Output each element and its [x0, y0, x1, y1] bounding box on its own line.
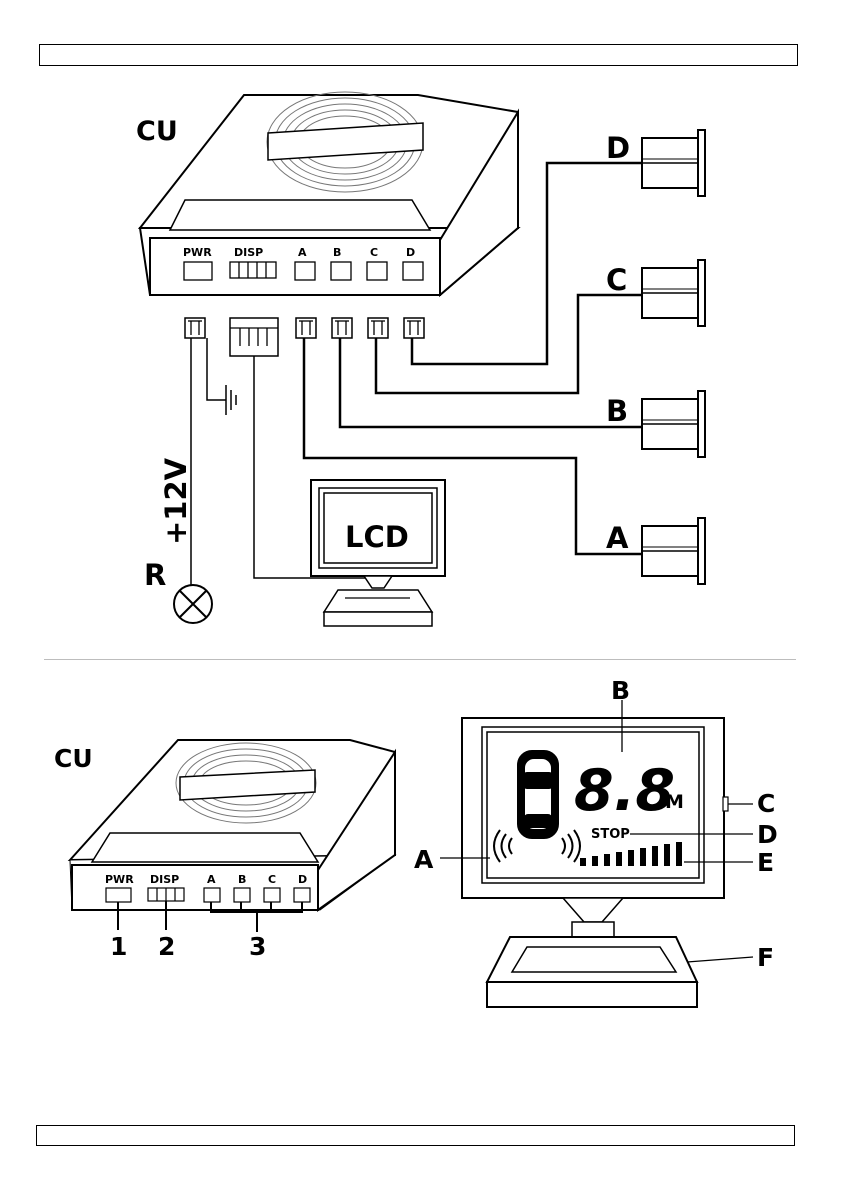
callout-2: 2 — [158, 932, 175, 961]
unit-diagram: CU PWR DISP A B C D — [54, 740, 395, 961]
callout-1: 1 — [110, 932, 127, 961]
distance-digits: 8.8 — [574, 758, 675, 824]
voltage-label: +12V — [159, 457, 193, 545]
wiring-cu-label: CU — [136, 116, 178, 147]
sensor-label-c: C — [606, 263, 627, 297]
display-callout-c: C — [757, 789, 775, 818]
sensor-b — [642, 391, 705, 457]
b-plug — [332, 318, 352, 338]
wiring-diagram: CU PWR DISP A B C D — [136, 92, 705, 626]
a-plug — [296, 318, 316, 338]
c-plug — [368, 318, 388, 338]
display-callout-e: E — [757, 848, 774, 877]
sensor-label-a: A — [606, 521, 629, 555]
port-label-pwr: PWR — [183, 246, 212, 259]
display-callout-f: F — [757, 943, 774, 972]
port-label-b: B — [333, 246, 341, 259]
port-label-a: A — [298, 246, 307, 259]
unit-port-c: C — [268, 873, 276, 886]
pwr-plug — [185, 318, 205, 338]
port-label-c: C — [370, 246, 378, 259]
unit-cu-label: CU — [54, 744, 93, 773]
unit-port-pwr: PWR — [105, 873, 134, 886]
display-callout-d: D — [757, 820, 778, 849]
d-plug — [404, 318, 424, 338]
sensor-label-d: D — [606, 131, 630, 165]
unit-port-d: D — [298, 873, 307, 886]
lamp-label: R — [144, 558, 166, 592]
lcd-monitor: LCD — [311, 480, 445, 626]
car-icon — [518, 751, 558, 838]
callout-3: 3 — [249, 932, 266, 961]
display-diagram: 8.8 M STOP A B — [414, 676, 778, 1007]
disp-plug — [230, 318, 278, 356]
port-label-d: D — [406, 246, 415, 259]
unit-port-disp: DISP — [150, 873, 179, 886]
display-callout-b: B — [611, 676, 630, 705]
sensor-c — [642, 260, 705, 326]
stop-text: STOP — [591, 827, 630, 842]
port-label-disp: DISP — [234, 246, 263, 259]
unit-port-a: A — [207, 873, 216, 886]
lamp-icon — [174, 585, 212, 623]
unit-port-b: B — [238, 873, 246, 886]
ground-icon — [226, 385, 236, 415]
sensor-label-b: B — [606, 394, 628, 428]
sensor-d — [642, 130, 705, 196]
lcd-label: LCD — [345, 520, 409, 554]
sensor-a — [642, 518, 705, 584]
distance-unit: M — [665, 791, 684, 813]
display-callout-a: A — [414, 845, 434, 874]
